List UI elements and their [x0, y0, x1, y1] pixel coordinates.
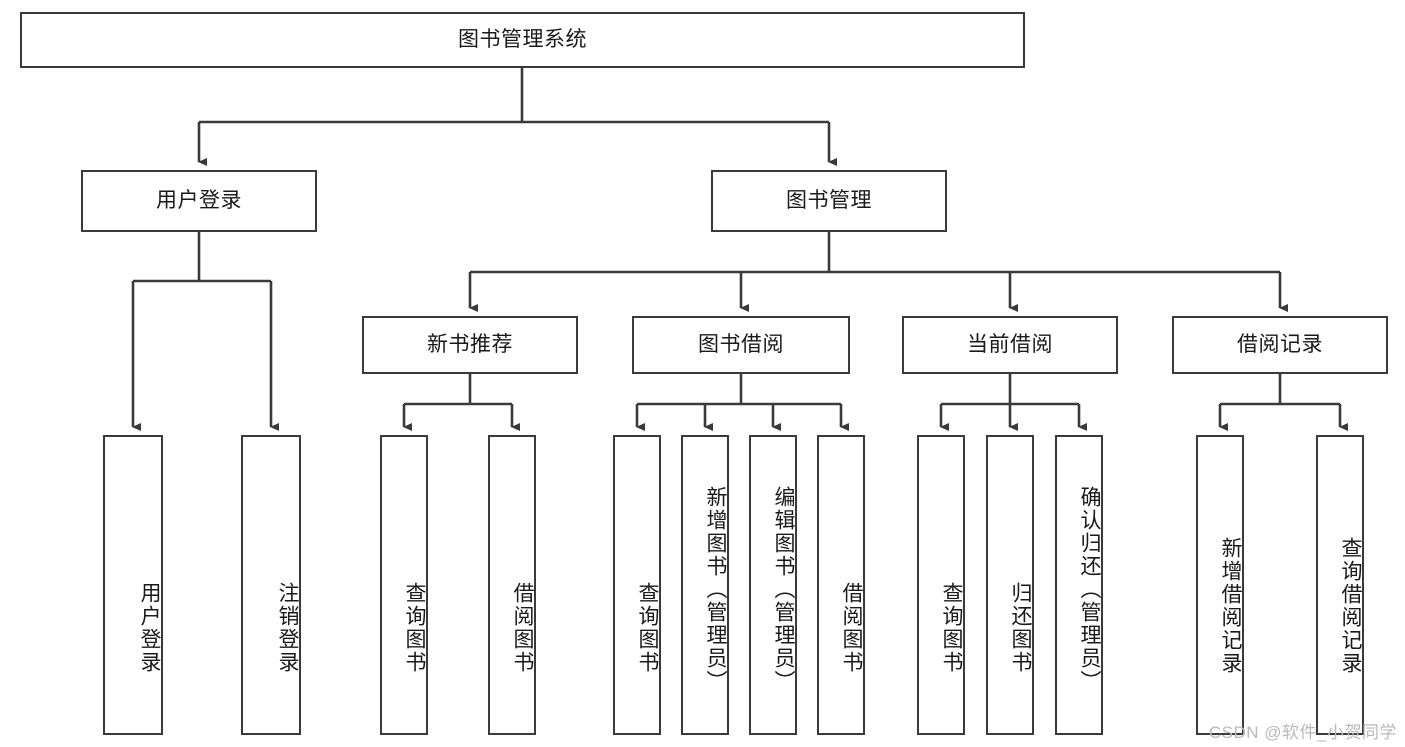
node-book-manage[interactable]: 图书管理 [711, 170, 947, 232]
node-leaf-borrow-book-2-label: 借阅图书 [840, 581, 863, 674]
node-book-manage-label: 图书管理 [786, 188, 872, 212]
node-leaf-confirm-return-label: 确认归还（管理员） [1078, 485, 1101, 693]
node-leaf-user-login-label: 用户登录 [138, 581, 161, 674]
node-new-book-rec-label: 新书推荐 [427, 332, 513, 356]
node-borrow-record[interactable]: 借阅记录 [1172, 316, 1388, 374]
node-leaf-return-book-label: 归还图书 [1009, 581, 1032, 674]
node-current-borrow-label: 当前借阅 [967, 332, 1053, 356]
node-leaf-edit-book[interactable]: 编辑图书（管理员） [749, 435, 797, 735]
node-leaf-borrow-book-2[interactable]: 借阅图书 [817, 435, 865, 735]
node-leaf-query-record[interactable]: 查询借阅记录 [1316, 435, 1364, 735]
node-leaf-query-book-3[interactable]: 查询图书 [917, 435, 965, 735]
node-leaf-add-record[interactable]: 新增借阅记录 [1196, 435, 1244, 735]
node-leaf-query-book-1[interactable]: 查询图书 [380, 435, 428, 735]
node-current-borrow[interactable]: 当前借阅 [902, 316, 1118, 374]
node-borrow-record-label: 借阅记录 [1237, 332, 1323, 356]
csdn-watermark: CSDN @软件_小贺同学 [1208, 723, 1397, 742]
node-leaf-add-record-label: 新增借阅记录 [1219, 537, 1242, 675]
node-leaf-return-book[interactable]: 归还图书 [986, 435, 1034, 735]
node-leaf-add-book-label: 新增图书（管理员） [704, 485, 727, 693]
node-book-borrow[interactable]: 图书借阅 [632, 316, 850, 374]
node-user-login-label: 用户登录 [156, 188, 242, 212]
node-leaf-confirm-return[interactable]: 确认归还（管理员） [1055, 435, 1103, 735]
node-root-label: 图书管理系统 [458, 27, 587, 51]
node-book-borrow-label: 图书借阅 [698, 332, 784, 356]
node-leaf-query-book-2-label: 查询图书 [636, 581, 659, 674]
node-leaf-query-book-2[interactable]: 查询图书 [613, 435, 661, 735]
node-root[interactable]: 图书管理系统 [20, 12, 1025, 68]
node-leaf-user-login[interactable]: 用户登录 [103, 435, 163, 735]
node-leaf-logout-login[interactable]: 注销登录 [241, 435, 301, 735]
node-new-book-rec[interactable]: 新书推荐 [362, 316, 578, 374]
node-leaf-borrow-book-1-label: 借阅图书 [511, 581, 534, 674]
node-leaf-borrow-book-1[interactable]: 借阅图书 [488, 435, 536, 735]
node-leaf-add-book[interactable]: 新增图书（管理员） [681, 435, 729, 735]
node-leaf-edit-book-label: 编辑图书（管理员） [772, 485, 795, 693]
node-user-login[interactable]: 用户登录 [81, 170, 317, 232]
node-leaf-query-book-3-label: 查询图书 [940, 581, 963, 674]
node-leaf-query-book-1-label: 查询图书 [403, 581, 426, 674]
node-leaf-logout-login-label: 注销登录 [276, 581, 299, 674]
node-leaf-query-record-label: 查询借阅记录 [1339, 537, 1362, 675]
